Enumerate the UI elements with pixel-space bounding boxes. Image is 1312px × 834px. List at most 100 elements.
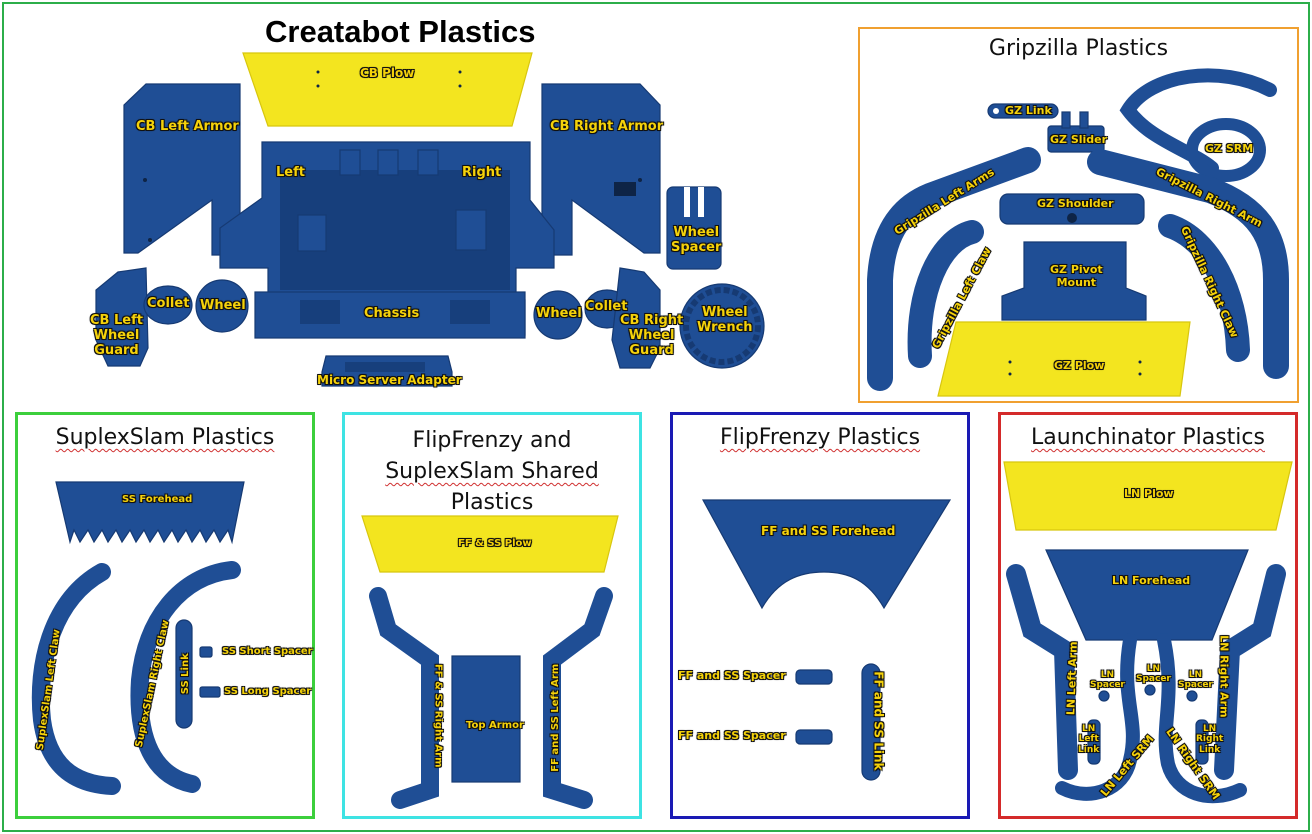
label-ln-spacer-1: LN Spacer xyxy=(1090,670,1125,691)
label-cb-left-wheel-guard: CB Left Wheel Guard xyxy=(90,313,143,358)
gz-slider-part xyxy=(1047,111,1105,153)
wheel-right-part xyxy=(533,290,583,340)
ln-right-srm-part xyxy=(1157,633,1247,804)
label-wheel-spacer: Wheel Spacer xyxy=(671,225,722,255)
ff-ss-left-arm-part xyxy=(543,587,613,809)
wheel-spacer-part xyxy=(666,186,722,270)
ln-right-arm-part xyxy=(1214,564,1286,780)
ln-left-srm-part xyxy=(1055,633,1140,801)
label-collet-right: Collet xyxy=(585,299,628,314)
label-cb-right-wheel-guard: CB Right Wheel Guard xyxy=(620,313,684,358)
label-right: Right xyxy=(462,165,502,180)
label-micro-server-adapter: Micro Server Adapter xyxy=(317,373,462,387)
ln-spacers-part xyxy=(1098,684,1198,702)
label-ff-ss-link: FF and SS Link xyxy=(871,671,886,771)
label-wheel-left: Wheel xyxy=(200,298,246,313)
label-ln-spacer-3: LN Spacer xyxy=(1178,670,1213,691)
ff-ss-forehead-part xyxy=(701,499,952,610)
label-ln-left-link: LN Left Link xyxy=(1078,724,1100,755)
label-wheel-right: Wheel xyxy=(536,306,582,321)
launchinator-title-text: Launchinator Plastics xyxy=(1031,425,1265,450)
label-gz-shoulder: GZ Shoulder xyxy=(1037,197,1114,210)
cb-plow-part xyxy=(242,52,533,127)
launchinator-frame xyxy=(998,412,1298,819)
label-ff-ss-plow: FF & SS Plow xyxy=(458,538,532,549)
cb-right-wheel-guard-part xyxy=(611,267,661,369)
label-cb-left-armor: CB Left Armor xyxy=(136,119,239,134)
cb-left-armor-part xyxy=(123,83,241,256)
label-ff-ss-spacer-1: FF and SS Spacer xyxy=(678,669,786,682)
gripzilla-left-claw-part xyxy=(907,220,984,368)
shared-title-line-1: FlipFrenzy and xyxy=(412,428,572,453)
ln-left-arm-part xyxy=(1006,564,1078,780)
wheel-wrench-part xyxy=(679,283,765,369)
label-ss-link: SS Link xyxy=(179,653,191,695)
suplexslam-title-text: SuplexSlam Plastics xyxy=(55,425,275,450)
ff-ss-spacer-2-part xyxy=(795,729,833,745)
gz-shoulder-part xyxy=(999,193,1145,225)
label-ln-left-arm: LN Left Arm xyxy=(1064,641,1080,716)
label-gz-link: GZ Link xyxy=(1005,104,1052,117)
label-left: Left xyxy=(276,165,305,180)
flipfrenzy-title-text: FlipFrenzy Plastics xyxy=(719,425,921,450)
top-armor-part xyxy=(451,655,521,783)
suplexslam-right-claw-part xyxy=(130,561,241,793)
label-wheel-wrench: Wheel Wrench xyxy=(697,305,753,335)
label-collet-left: Collet xyxy=(147,296,190,311)
flipfrenzy-frame xyxy=(670,412,970,819)
shared-frame xyxy=(342,412,642,819)
shared-title: FlipFrenzy and SuplexSlam Shared Plastic… xyxy=(344,425,640,518)
label-ln-right-link: LN Right Link xyxy=(1196,724,1224,755)
gripzilla-title: Gripzilla Plastics xyxy=(988,36,1169,61)
shared-title-line-2: SuplexSlam Shared xyxy=(385,459,599,484)
launchinator-title: Launchinator Plastics xyxy=(1000,425,1296,450)
ln-links-part xyxy=(1087,719,1209,765)
label-ss-forehead: SS Forehead xyxy=(122,494,193,505)
label-gz-srm: GZ SRM xyxy=(1205,142,1254,155)
flipfrenzy-title: FlipFrenzy Plastics xyxy=(672,425,968,450)
wheel-left-part xyxy=(195,279,249,333)
suplexslam-left-claw-part xyxy=(31,563,121,795)
ss-short-spacer-part xyxy=(199,646,213,658)
shared-title-line-3: Plastics xyxy=(450,490,534,515)
suplexslam-title: SuplexSlam Plastics xyxy=(17,425,313,450)
label-ff-ss-forehead: FF and SS Forehead xyxy=(761,524,896,538)
ln-plow-part xyxy=(1003,461,1293,531)
label-ff-ss-left-arm: FF and SS Left Arm xyxy=(550,663,562,772)
label-top-armor: Top Armor xyxy=(466,720,524,731)
ss-forehead-part xyxy=(55,481,245,545)
ln-forehead-part xyxy=(1045,549,1249,641)
gz-plow-part xyxy=(937,321,1191,397)
label-cb-right-armor: CB Right Armor xyxy=(550,119,664,134)
cb-right-armor-part xyxy=(541,83,661,256)
label-ln-right-arm: LN Right Arm xyxy=(1217,635,1231,718)
label-ff-ss-right-arm: FF & SS Right Arm xyxy=(432,663,444,768)
micro-server-adapter-part xyxy=(321,355,453,387)
gripzilla-right-claw-part xyxy=(1158,214,1250,362)
gripzilla-left-arms-part xyxy=(867,147,1041,391)
suplexslam-frame xyxy=(15,412,315,819)
gz-srm-part xyxy=(1119,68,1277,182)
main-title: Creatabot Plastics xyxy=(265,14,536,49)
gz-pivot-mount-part xyxy=(1001,241,1147,321)
label-ff-ss-spacer-2: FF and SS Spacer xyxy=(678,729,786,742)
ff-ss-spacer-1-part xyxy=(795,669,833,685)
ff-ss-right-arm-part xyxy=(369,587,439,809)
label-ln-spacer-2: LN Spacer xyxy=(1136,664,1171,685)
ff-ss-plow-part xyxy=(361,515,619,573)
label-gz-slider: GZ Slider xyxy=(1050,133,1108,146)
label-ln-plow: LN Plow xyxy=(1124,487,1174,500)
gz-link-part xyxy=(987,103,1059,119)
ff-ss-link-part xyxy=(861,663,881,781)
label-chassis: Chassis xyxy=(364,306,420,321)
label-gz-pivot-mount: GZ Pivot Mount xyxy=(1050,263,1103,289)
chassis-part xyxy=(219,141,555,339)
label-ss-short-spacer: SS Short Spacer xyxy=(222,646,313,657)
label-ln-forehead: LN Forehead xyxy=(1112,574,1191,587)
gripzilla-frame xyxy=(858,27,1299,403)
cb-left-wheel-guard-part xyxy=(95,267,149,367)
ss-link-part xyxy=(175,619,193,729)
collet-left-part xyxy=(143,285,193,325)
